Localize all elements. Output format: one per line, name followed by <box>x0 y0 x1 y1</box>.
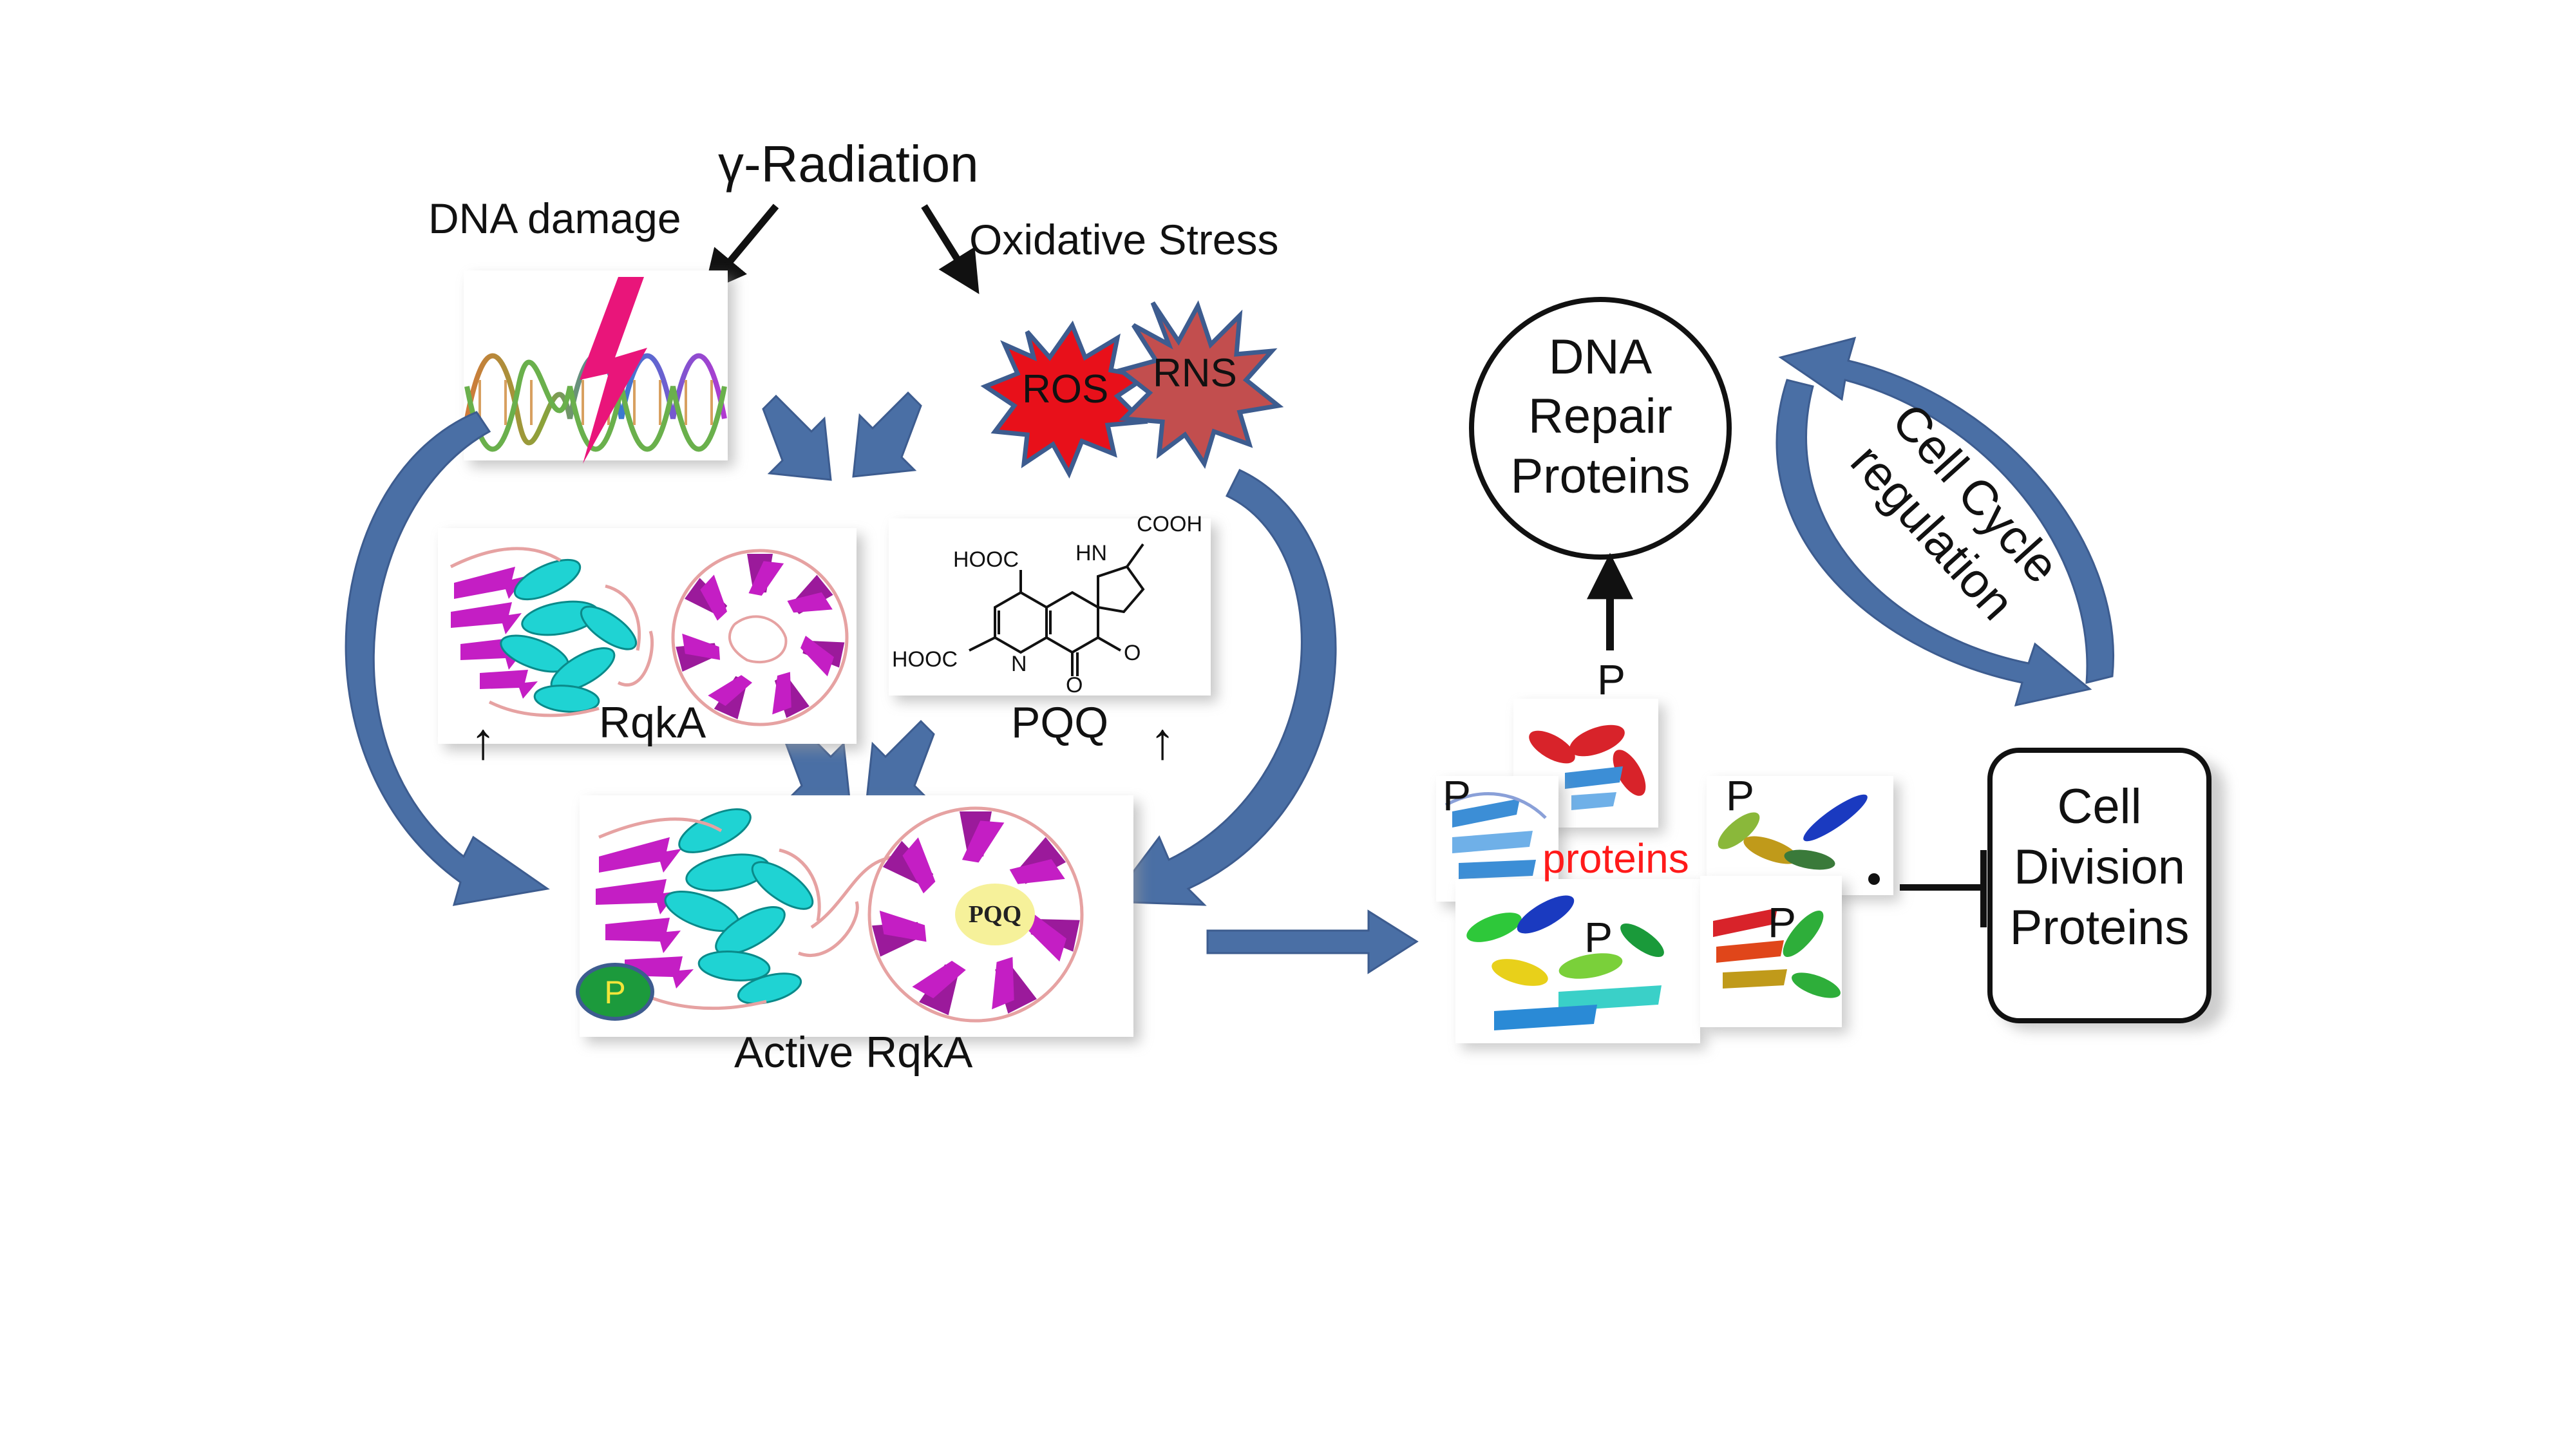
active-rqka-structure-icon: PQQ P <box>576 806 1084 1023</box>
phospho-label-left: P <box>1443 772 1471 819</box>
active-rqka-label: Active RqkA <box>734 1028 973 1077</box>
dna-repair-line-1: DNA <box>1549 330 1653 384</box>
right-curved-arrow <box>1109 469 1337 906</box>
rns-label: RNS <box>1153 351 1237 395</box>
dna-to-rqka-arrow <box>762 394 832 481</box>
phospho-label-lower-right: P <box>1768 898 1796 946</box>
pqq-molecule-icon <box>969 543 1145 676</box>
dna-repair-line-3: Proteins <box>1511 449 1690 504</box>
pqq-up-arrow: ↑ <box>1150 712 1175 770</box>
ros-burst: ROS <box>980 320 1153 479</box>
phosphate-badge <box>576 963 654 1021</box>
dna-damage-panel <box>464 270 734 467</box>
pqq-to-active-arrow <box>865 719 935 806</box>
rns-burst: RNS <box>1115 300 1284 469</box>
rqka-panel: ↑ RqkA <box>438 528 863 770</box>
pqq-badge-label: PQQ <box>969 901 1021 928</box>
flow-arrows <box>345 336 2114 974</box>
pqq-hooc-top: HOOC <box>953 547 1019 572</box>
rqka-structure-icon <box>450 547 849 726</box>
dna-damage-label: DNA damage <box>428 194 681 242</box>
protein-structure-red <box>1529 724 1646 810</box>
proteins-label: proteins <box>1542 835 1689 882</box>
protein-structure-blue <box>1444 792 1547 879</box>
dna-repair-line-2: Repair <box>1528 389 1672 444</box>
cell-division-line-3: Proteins <box>2010 900 2190 955</box>
rqka-up-arrow: ↑ <box>470 712 496 770</box>
pqq-panel: HOOC HN COOH HOOC N O O PQQ ↑ <box>889 512 1217 770</box>
pqq-o2: O <box>1066 673 1083 697</box>
pqq-hooc-left: HOOC <box>892 647 958 672</box>
phosphate-badge-label: P <box>604 974 625 1010</box>
ros-to-rqka-arrow <box>852 391 922 478</box>
phospho-label-top: P <box>1597 656 1625 703</box>
cell-division-line-2: Division <box>2014 840 2185 895</box>
protein-structure-rainbow <box>1466 895 1664 1030</box>
pqq-cofactor-badge <box>955 884 1035 945</box>
protein-structure-green-blue <box>1718 794 1880 885</box>
pqq-o1: O <box>1124 641 1141 665</box>
ros-label: ROS <box>1022 367 1108 412</box>
phospho-label-center: P <box>1584 913 1613 961</box>
radiation-to-stress-arrow <box>921 204 980 294</box>
rqka-label: RqkA <box>599 698 706 747</box>
dna-repair-node: DNA Repair Proteins <box>1469 297 1732 560</box>
gamma-radiation-label: γ-Radiation <box>718 135 979 193</box>
cell-cycle-bottom-arrow <box>1776 379 2092 706</box>
pqq-label: PQQ <box>1011 698 1108 747</box>
phospho-label-right: P <box>1726 772 1754 819</box>
pqq-n: N <box>1011 652 1027 676</box>
pqq-cooh: COOH <box>1137 512 1202 536</box>
cell-cycle-top-arrow <box>1778 336 2114 684</box>
active-rqka-panel: PQQ P Active RqkA <box>576 795 1140 1077</box>
cell-division-node: Cell Division Proteins <box>1987 748 2225 1030</box>
dna-break-bolt-icon <box>580 277 647 464</box>
active-to-proteins-arrow <box>1206 909 1419 974</box>
phosphorylated-proteins-cluster: P P P P P proteins <box>1436 656 1900 1050</box>
protein-structure-red-green <box>1713 908 1841 998</box>
inhibition-connector <box>1900 850 1987 927</box>
left-curved-arrow <box>345 411 550 906</box>
pqq-hn: HN <box>1075 541 1107 565</box>
cell-division-line-1: Cell <box>2058 779 2142 834</box>
oxidative-stress-label: Oxidative Stress <box>969 216 1279 263</box>
